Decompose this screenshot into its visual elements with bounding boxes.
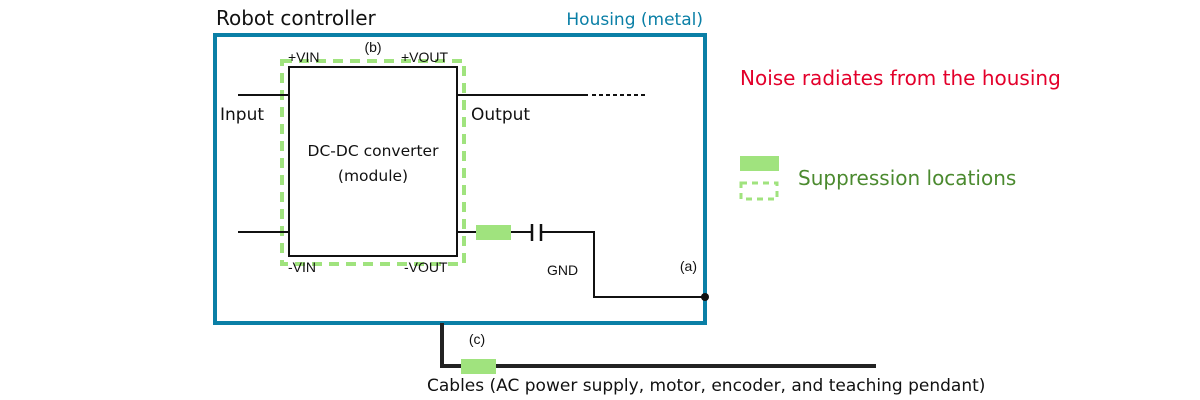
module-suppression-outline bbox=[280, 59, 466, 266]
output-label: Output bbox=[471, 105, 530, 125]
dcdc-module-box bbox=[288, 66, 458, 257]
cables-label: Cables (AC power supply, motor, encoder,… bbox=[427, 376, 985, 396]
gnd-suppression-marker bbox=[476, 225, 511, 240]
module-label-line1: DC-DC converter bbox=[308, 142, 440, 160]
external-cable bbox=[440, 323, 876, 368]
pin-minus-vin: -VIN bbox=[288, 259, 316, 275]
pin-plus-vin: +VIN bbox=[288, 49, 320, 65]
pin-minus-vout: -VOUT bbox=[404, 259, 448, 275]
noise-radiates-label: Noise radiates from the housing bbox=[740, 66, 1061, 90]
cable-suppression-marker bbox=[461, 359, 496, 374]
marker-b: (b) bbox=[364, 39, 381, 55]
input-label: Input bbox=[220, 105, 264, 125]
housing-label: Housing (metal) bbox=[566, 10, 703, 30]
pin-plus-vout: +VOUT bbox=[401, 49, 449, 65]
controller-title: Robot controller bbox=[216, 6, 377, 30]
legend-dashed-marker bbox=[739, 181, 779, 201]
legend-label: Suppression locations bbox=[798, 166, 1016, 190]
marker-c: (c) bbox=[469, 331, 485, 347]
marker-a: (a) bbox=[680, 258, 697, 274]
housing-box bbox=[213, 33, 707, 325]
ground-connection-dot bbox=[701, 293, 709, 301]
gnd-wire-segment-2 bbox=[541, 231, 705, 298]
module-label-line2: (module) bbox=[338, 167, 408, 185]
gnd-label: GND bbox=[547, 262, 578, 278]
legend-filled-marker bbox=[740, 156, 779, 171]
legend: Suppression locations bbox=[739, 156, 1016, 201]
